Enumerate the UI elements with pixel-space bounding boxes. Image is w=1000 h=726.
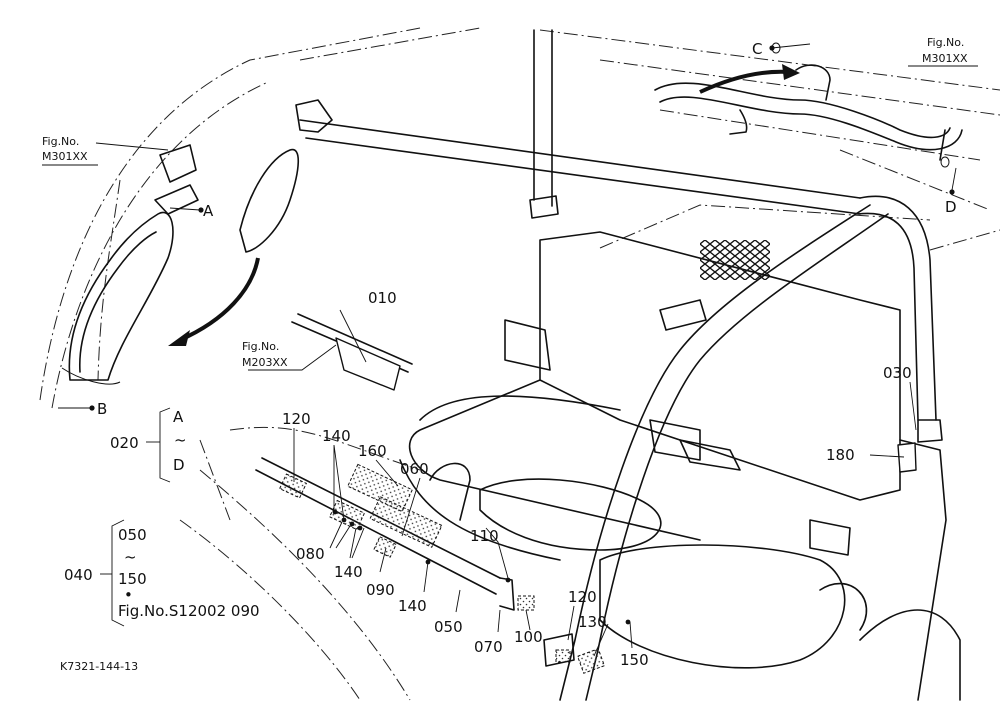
part-label-020: 020	[110, 434, 139, 452]
point-label-d: D	[945, 198, 957, 216]
point-markers	[89, 42, 955, 411]
fig-ref-left-title: Fig.No.	[42, 135, 79, 148]
part-label-090: 090	[366, 581, 395, 599]
part-label-150: 150	[620, 651, 649, 669]
top-right-grab-handle	[654, 64, 963, 161]
point-label-b: B	[97, 400, 107, 418]
group-020-from: A	[173, 408, 184, 426]
point-label-c: C	[752, 40, 762, 58]
part-label-120-left: 120	[282, 410, 311, 428]
leader-lines	[42, 43, 978, 657]
part-label-080: 080	[296, 545, 325, 563]
part-180-decal	[897, 442, 917, 473]
part-label-140-top: 140	[322, 427, 351, 445]
part-label-050: 050	[434, 618, 463, 636]
group-040-ref: Fig.No.S12002 090	[118, 602, 260, 620]
part-label-120-right: 120	[568, 588, 597, 606]
group-020-tilde: ~	[174, 431, 187, 449]
group-020-to: D	[173, 456, 185, 474]
drawing-id: K7321-144-13	[60, 660, 138, 673]
left-grab-handle	[61, 144, 300, 385]
group-040-from: 050	[118, 526, 147, 544]
part-label-140-low: 140	[398, 597, 427, 615]
fig-ref-right-code: M301XX	[922, 52, 968, 65]
part-label-140-mid: 140	[334, 563, 363, 581]
part-label-040: 040	[64, 566, 93, 584]
left-curved-arrow	[168, 257, 260, 346]
vehicle-body-outline	[39, 27, 1000, 701]
seat-assembly	[399, 231, 961, 701]
group-040-dot: •	[124, 586, 133, 604]
part-label-070: 070	[474, 638, 503, 656]
fig-ref-m203-title: Fig.No.	[242, 340, 279, 353]
fig-ref-right-title: Fig.No.	[927, 36, 964, 49]
part-label-030: 030	[883, 364, 912, 382]
part-label-160: 160	[358, 442, 387, 460]
right-curved-arrow	[699, 64, 800, 94]
part-010-visor	[291, 313, 413, 391]
group-040-tilde: ~	[124, 548, 137, 566]
part-label-010: 010	[368, 289, 397, 307]
part-label-130: 130	[578, 613, 607, 631]
roll-bar	[295, 29, 943, 701]
fig-ref-left-code: M301XX	[42, 150, 88, 163]
fig-ref-m203-code: M203XX	[242, 356, 288, 369]
point-label-a: A	[203, 202, 214, 220]
part-label-060: 060	[400, 460, 429, 478]
part-label-180: 180	[826, 446, 855, 464]
group-040-to: 150	[118, 570, 147, 588]
part-label-110: 110	[470, 527, 499, 545]
part-label-100: 100	[514, 628, 543, 646]
